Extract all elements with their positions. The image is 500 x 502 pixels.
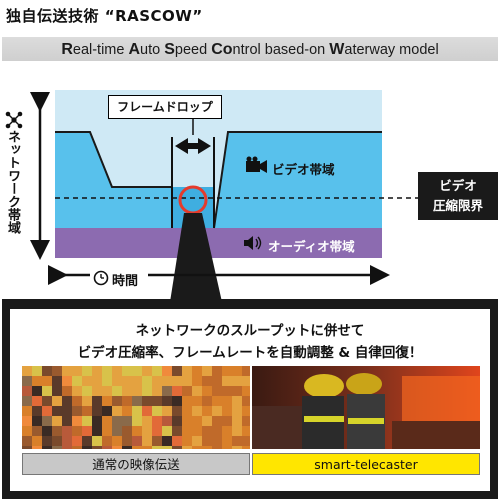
y-axis-label: ネットワーク帯域	[5, 130, 20, 234]
x-axis-label: 時間	[112, 274, 139, 289]
speaker-icon	[244, 236, 262, 250]
subtitle-bar: Real-time Auto Speed Control based-on Wa…	[2, 37, 498, 61]
pixelated-video-image	[22, 366, 250, 449]
limit-label-line1: ビデオ	[439, 178, 477, 193]
page-title: 独自伝送技術 “RASCOW”	[6, 7, 203, 25]
video-band-area	[55, 132, 382, 228]
video-camera-icon	[246, 156, 267, 173]
clock-icon	[93, 270, 109, 286]
frame-drop-callout: フレームドロップ	[108, 95, 222, 119]
limit-label-line2: 圧縮限界	[432, 198, 483, 213]
panel-message-line2: ビデオ圧縮率、フレームレートを自動調整 & 自律回復！	[77, 345, 423, 361]
panel-message-line1: ネットワークのスループットに併せて	[135, 323, 365, 339]
subtitle-text: Real-time Auto Speed Control based-on Wa…	[61, 41, 439, 58]
network-icon	[5, 111, 23, 129]
smart-telecaster-caption: smart-telecaster	[252, 453, 480, 475]
audio-band-area	[55, 228, 382, 258]
audio-band-label: オーディオ帯域	[268, 239, 355, 254]
normal-transmission-caption: 通常の映像伝送	[22, 453, 250, 475]
clear-video-image	[252, 366, 480, 449]
compression-limit-label: ビデオ 圧縮限界	[418, 172, 498, 220]
video-band-label: ビデオ帯域	[272, 162, 335, 177]
frame-drop-arrow	[175, 138, 211, 154]
